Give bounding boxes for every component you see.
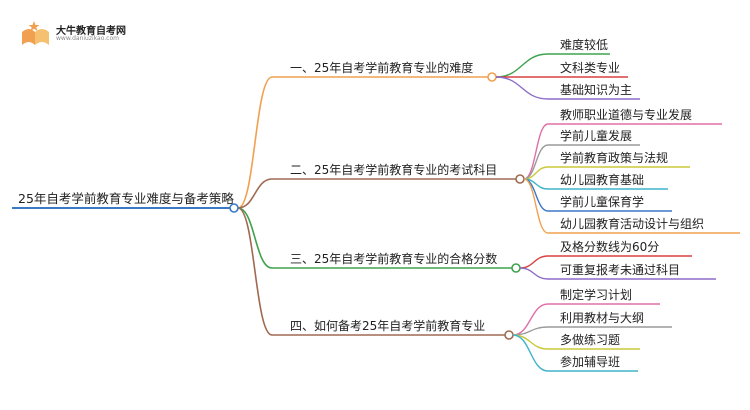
- leaf-label: 制定学习计划: [560, 287, 632, 302]
- branch-node-circle: [504, 330, 514, 340]
- root-branch-connector: [237, 207, 273, 269]
- branch-label: 三、25年自考学前教育专业的合格分数: [290, 251, 497, 266]
- leaf-connector: [523, 178, 549, 234]
- logo-url: www.daniuzikao.com: [56, 35, 119, 42]
- leaf-label: 参加辅导班: [560, 354, 620, 369]
- leaf-connector: [519, 267, 549, 280]
- leaf-connector: [512, 334, 549, 350]
- branch-node-circle: [515, 174, 525, 184]
- leaf-label: 幼儿园教育活动设计与组织: [560, 216, 704, 231]
- leaf-label: 多做练习题: [560, 332, 620, 347]
- branch-node-circle: [487, 72, 497, 82]
- root-node-circle: [229, 203, 239, 213]
- leaf-label: 教师职业道德与专业发展: [560, 107, 692, 122]
- leaf-label: 难度较低: [560, 37, 608, 52]
- logo-site-name: 大牛教育自考网: [56, 26, 126, 37]
- branch-label: 四、如何备考25年自考学前教育专业: [290, 318, 485, 333]
- root-branch-connector: [237, 207, 273, 336]
- leaf-label: 基础知识为主: [560, 83, 632, 97]
- branch-label: 二、25年自考学前教育专业的考试科目: [290, 162, 497, 177]
- root-branch-connector: [237, 178, 273, 209]
- site-logo: 大牛教育自考网 www.daniuzikao.com: [18, 18, 188, 48]
- leaf-label: 文科类专业: [560, 60, 620, 75]
- root-branch-connector: [237, 76, 273, 209]
- branch-node-circle: [511, 263, 521, 273]
- leaf-connector: [519, 255, 549, 269]
- leaf-connector: [495, 76, 549, 100]
- leaf-label: 及格分数线为60分: [560, 239, 659, 254]
- leaf-label: 学前儿童发展: [560, 128, 632, 143]
- leaf-label: 学前教育政策与法规: [560, 150, 668, 165]
- leaf-label: 幼儿园教育基础: [560, 172, 644, 187]
- book-logo-icon: [22, 21, 49, 45]
- branch-label: 一、25年自考学前教育专业的难度: [290, 60, 473, 75]
- leaf-label: 可重复报考未通过科目: [560, 262, 680, 277]
- root-topic-label: 25年自考学前教育专业难度与备考策略: [18, 191, 234, 206]
- leaf-connector: [495, 53, 549, 78]
- leaf-connector: [523, 123, 549, 180]
- leaf-connector: [512, 334, 549, 372]
- leaf-label: 利用教材与大纲: [560, 310, 644, 325]
- leaf-label: 学前儿童保育学: [560, 194, 644, 209]
